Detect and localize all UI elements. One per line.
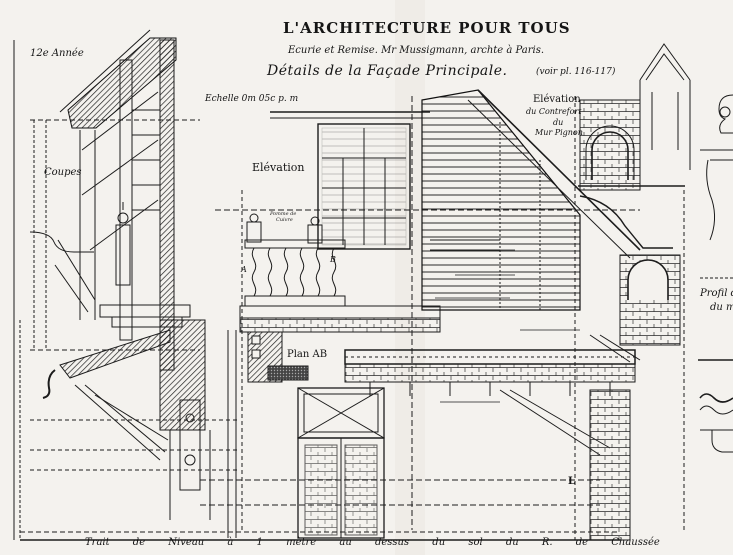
leveling-line-label: Trait de Niveau à 1 mètre au dessus du s… [85, 537, 660, 548]
eave-gutter-group [344, 334, 641, 456]
coupes-section-group [29, 29, 211, 520]
contrefort-elevation-group [574, 43, 691, 541]
pomme-label-2: Cuivre [276, 217, 293, 223]
pomme-label: Pomme de [270, 211, 297, 217]
elevation-group [200, 96, 640, 539]
year-label: 12e Année [30, 48, 84, 59]
coupes-label: Coupes [44, 167, 82, 178]
svg-text:B: B [329, 255, 336, 264]
contrefort-elevation-label: Elévation [533, 94, 581, 105]
sheet-title: L'ARCHITECTURE POUR TOUS [283, 19, 571, 37]
plan-ab-label: Plan AB [287, 349, 328, 360]
plate-number: L [568, 476, 576, 487]
sheet-heading-reference: (voir pl. 116-117) [536, 67, 616, 77]
mur-pignon-label: Mur Pignon [535, 128, 583, 137]
balustrade [251, 247, 337, 297]
profil-group [698, 94, 733, 453]
svg-text:A: A [240, 265, 247, 274]
sheet-heading: Détails de la Façade Principale. [267, 63, 508, 79]
scale-label: Echelle 0m 05c p. m [205, 94, 299, 104]
profil-label: Profil d [700, 288, 733, 299]
elevation-label: Elévation [252, 161, 305, 174]
contrefort-label: du Contrefort [526, 107, 582, 116]
sheet-subtitle: Ecurie et Remise. Mr Mussigmann, archte … [288, 45, 545, 56]
contrefort-du-label: du [553, 118, 564, 127]
profil-label-2: du m [710, 302, 733, 313]
roof-slope-group [421, 89, 641, 311]
